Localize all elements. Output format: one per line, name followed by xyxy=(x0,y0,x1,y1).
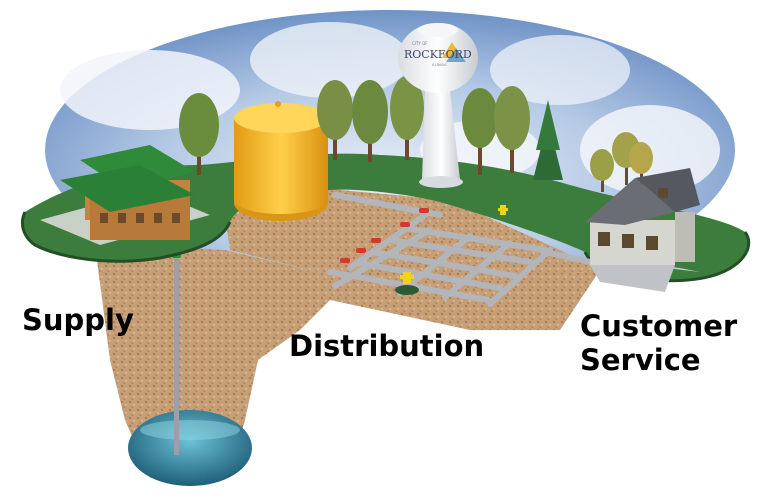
tower-logo-name: ROCKFORD xyxy=(404,48,472,61)
customer-house xyxy=(585,168,700,292)
storage-tank xyxy=(234,101,328,221)
distribution-grid xyxy=(327,192,593,307)
tower-logo-bottom: ILLINOIS xyxy=(432,63,447,67)
label-distribution: Distribution xyxy=(289,329,485,363)
supply-building xyxy=(40,145,210,245)
valves xyxy=(340,208,429,263)
trees xyxy=(179,76,653,192)
hydrant-icon xyxy=(395,205,508,295)
label-customer-service: Customer Service xyxy=(580,309,738,378)
tower-logo-top: CITY OF xyxy=(412,41,428,46)
grass-platform xyxy=(21,153,749,281)
aquifer xyxy=(128,410,252,486)
water-tower xyxy=(398,23,478,188)
label-supply: Supply xyxy=(22,303,134,337)
